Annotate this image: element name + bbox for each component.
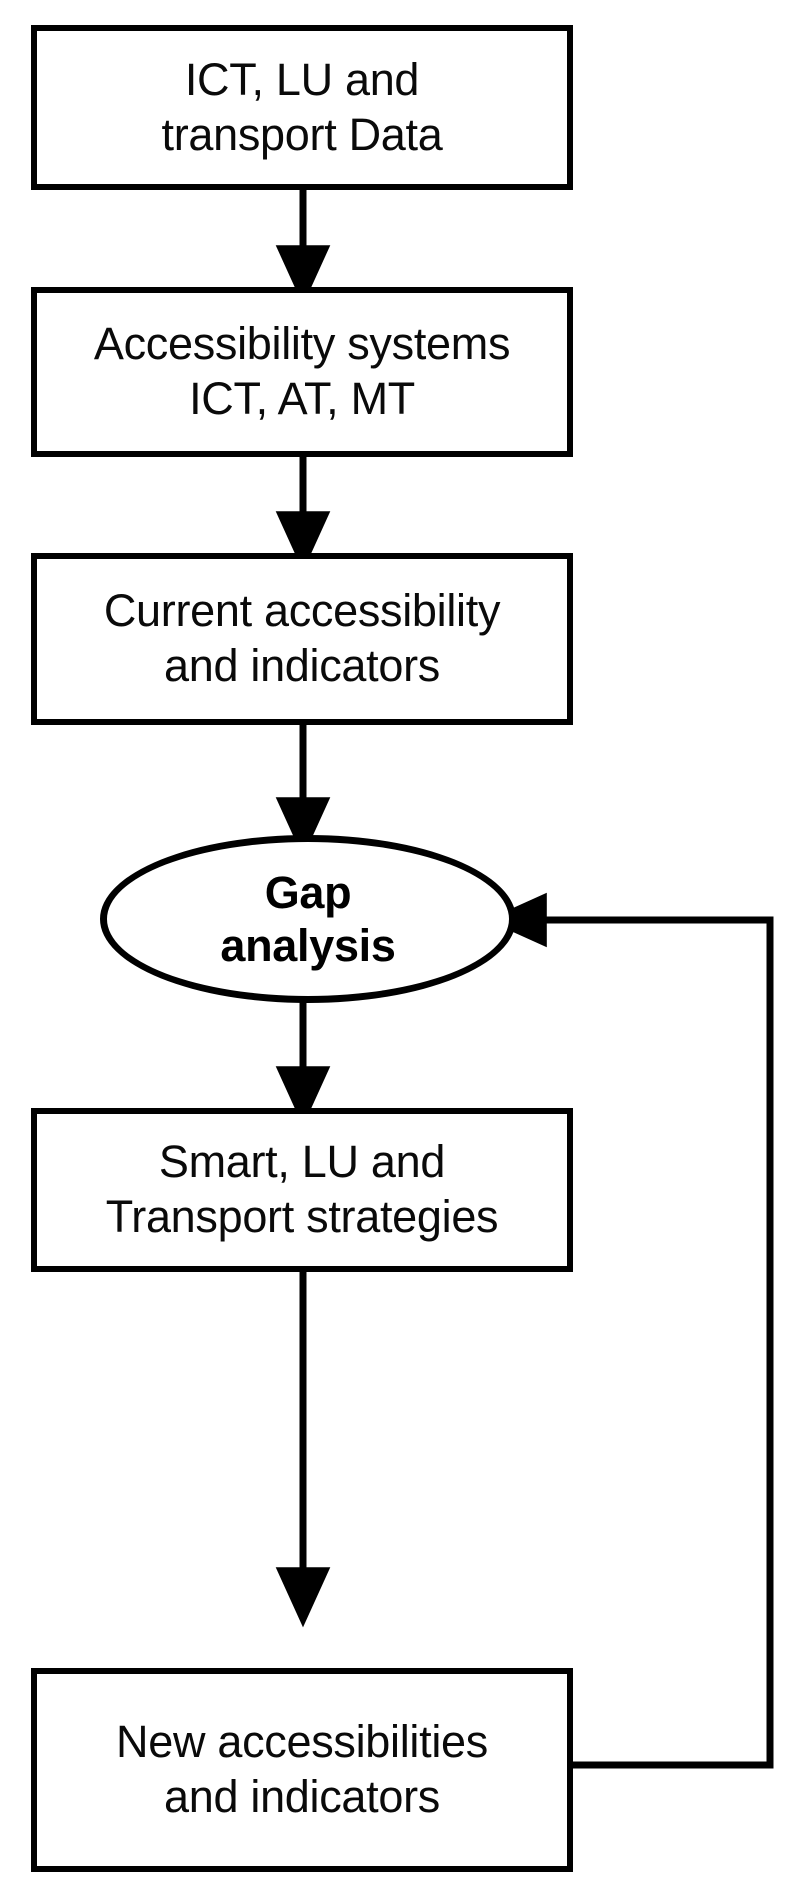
node-data-inputs[interactable]: ICT, LU and transport Data bbox=[31, 25, 573, 190]
node-data-inputs-line-1: ICT, LU and bbox=[184, 53, 420, 105]
node-new-accessibilities-line-1: New accessibilities bbox=[116, 1716, 488, 1768]
node-strategies-line-1: Smart, LU and bbox=[158, 1136, 446, 1188]
node-strategies-line-2: Transport strategies bbox=[105, 1191, 499, 1242]
node-data-inputs-line-2: transport Data bbox=[161, 108, 443, 160]
node-accessibility-systems[interactable]: Accessibility systems ICT, AT, MT bbox=[31, 287, 573, 457]
node-strategies[interactable]: Smart, LU and Transport strategies bbox=[31, 1108, 573, 1272]
node-gap-analysis[interactable]: Gap analysis bbox=[100, 835, 516, 1003]
node-gap-analysis-line-2: analysis bbox=[220, 920, 396, 971]
node-accessibility-systems-line-1: Accessibility systems bbox=[93, 318, 511, 370]
node-current-accessibility-line-2: and indicators bbox=[164, 640, 440, 691]
node-new-accessibilities[interactable]: New accessibilities and indicators bbox=[31, 1668, 573, 1872]
node-new-accessibilities-line-2: and indicators bbox=[164, 1771, 440, 1822]
node-accessibility-systems-line-2: ICT, AT, MT bbox=[189, 373, 415, 424]
edge-new-accessibilities-feedback-to-gap-analysis bbox=[486, 892, 774, 1769]
node-current-accessibility-line-1: Current accessibility bbox=[103, 585, 501, 637]
node-gap-analysis-line-1: Gap bbox=[264, 866, 352, 918]
node-current-accessibility[interactable]: Current accessibility and indicators bbox=[31, 553, 573, 725]
